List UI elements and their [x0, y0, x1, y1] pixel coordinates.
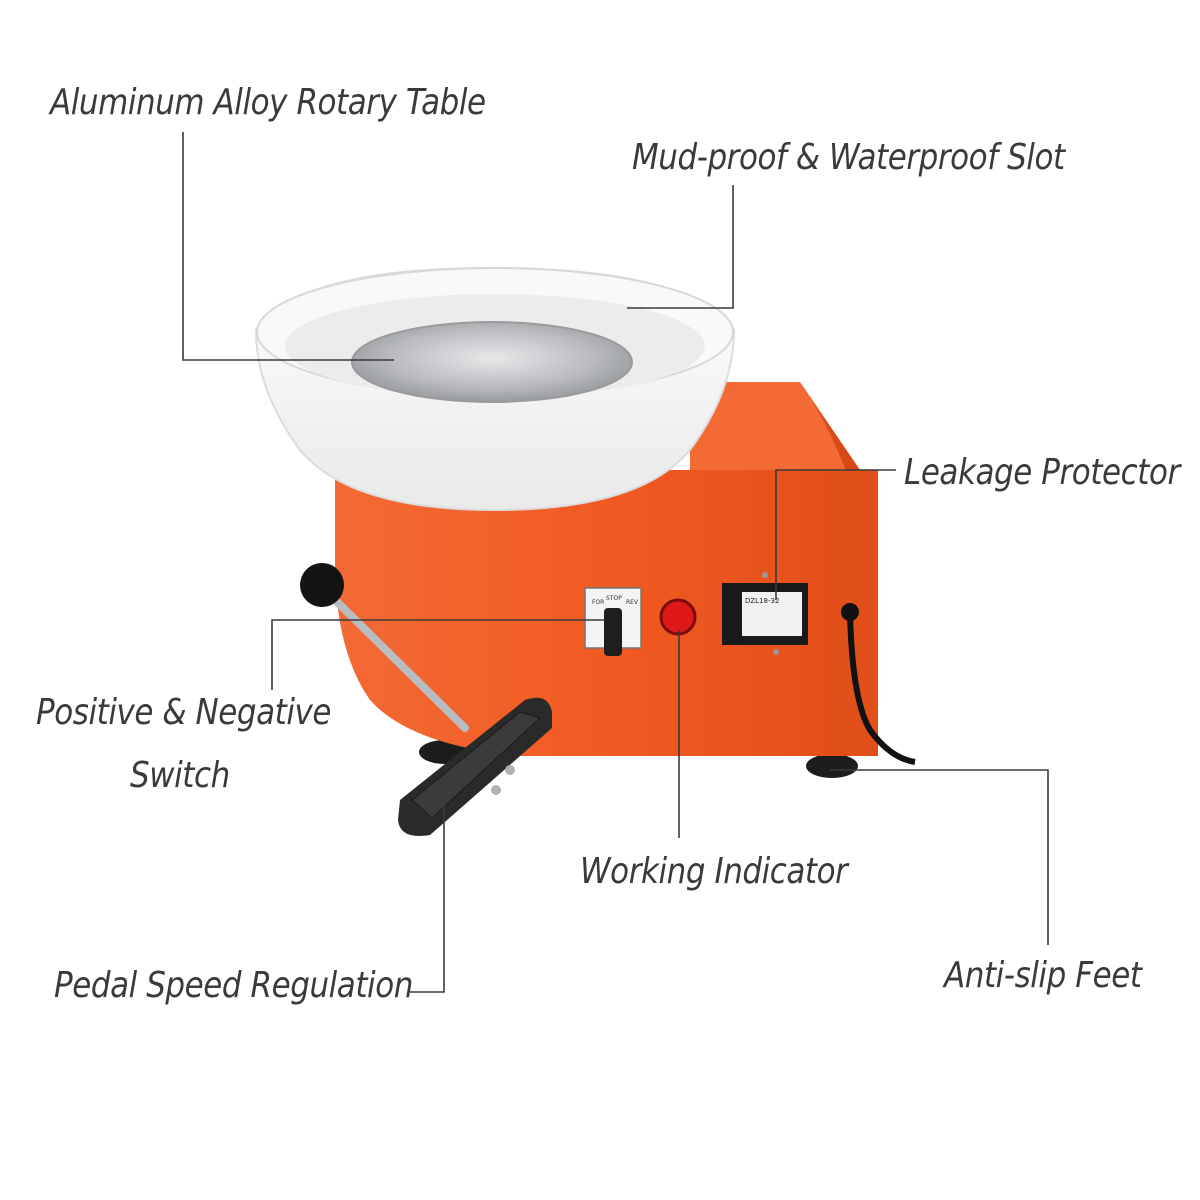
label-anti-slip-feet: Anti-slip Feet — [944, 955, 1142, 996]
working-indicator-light — [659, 598, 697, 636]
label-leakage-protector: Leakage Protector — [904, 452, 1180, 493]
leader-pedal — [410, 795, 445, 993]
leakage-protector-label — [742, 592, 802, 636]
pedal-bolt-a — [505, 765, 515, 775]
label-working-indicator: Working Indicator — [580, 851, 848, 892]
label-switch-line2: Switch — [130, 755, 230, 796]
protector-screw-top — [762, 572, 768, 578]
foot-right — [806, 754, 858, 778]
label-aluminum-rotary-table: Aluminum Alloy Rotary Table — [50, 82, 486, 123]
label-switch-line1: Positive & Negative — [36, 692, 332, 733]
leader-aluminum — [182, 132, 394, 361]
leader-mud — [627, 185, 734, 309]
label-mud-proof-slot: Mud-proof & Waterproof Slot — [632, 137, 1065, 178]
leader-lines — [182, 132, 1049, 993]
leader-switch — [271, 619, 605, 690]
switch-for-label: FOR — [592, 599, 604, 606]
protector-model-text: DZL18-32 — [745, 597, 779, 605]
switch-stop-label: STOP — [606, 595, 622, 602]
power-cord — [847, 611, 916, 765]
leader-feet — [830, 769, 1049, 945]
protector-screw-bottom — [773, 649, 779, 655]
pedal-lever-rod — [321, 586, 469, 732]
foot-pedal-tread — [411, 711, 541, 819]
switch-rev-label: REV — [626, 599, 639, 606]
machine-top-box — [690, 382, 860, 470]
leader-leakage — [775, 469, 896, 600]
label-pedal-speed-regulation: Pedal Speed Regulation — [54, 965, 413, 1006]
direction-switch-knob[interactable] — [604, 608, 622, 656]
rotary-table-plate — [351, 321, 633, 403]
pedal-bolt-b — [491, 785, 501, 795]
pedal-lever-knob[interactable] — [300, 563, 344, 607]
